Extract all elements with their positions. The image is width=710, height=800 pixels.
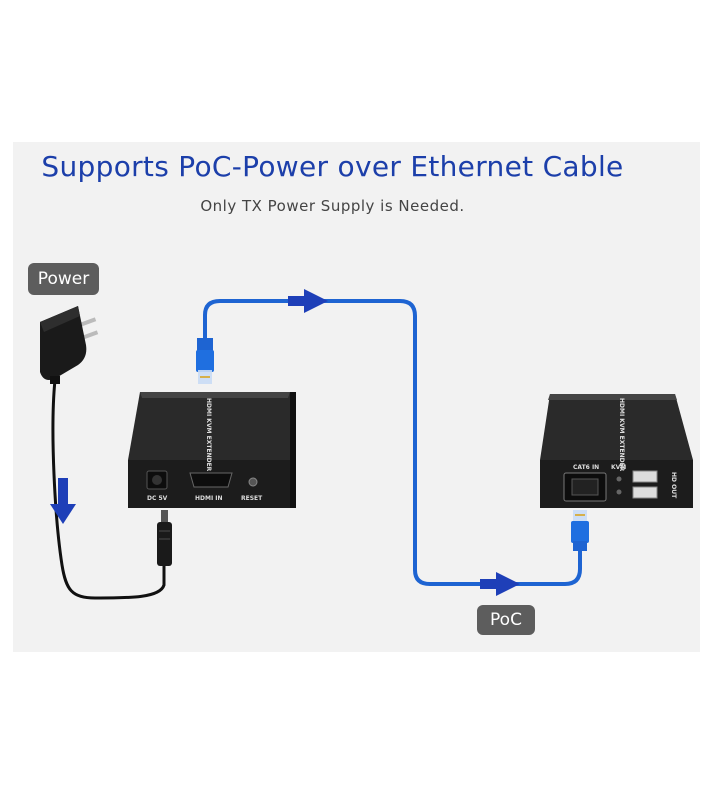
receiver-side-label: HD OUT xyxy=(670,472,677,499)
dc-plug-icon xyxy=(157,510,172,566)
receiver-device: HDMI KVM EXTENDER CAT6 IN KVM HD OUT xyxy=(540,394,693,508)
port-reset-label: RESET xyxy=(241,495,263,502)
poc-label: PoC xyxy=(477,605,535,635)
ethernet-cable xyxy=(203,299,582,586)
power-label: Power xyxy=(28,263,99,295)
rj45-plug-icon xyxy=(571,510,589,551)
rj45-plug-icon xyxy=(196,338,214,384)
diagram-subtitle: Only TX Power Supply is Needed. xyxy=(200,197,465,215)
transmitter-device: HDMI KVM EXTENDER DC 5V HDMI IN RESET xyxy=(128,392,296,508)
port-kvm-label: KVM xyxy=(611,464,626,471)
port-hdmi-label: HDMI IN xyxy=(195,495,223,502)
arrow-down-icon xyxy=(50,478,76,524)
diagram-title: Supports PoC-Power over Ethernet Cable xyxy=(41,150,624,183)
transmitter-top-label: HDMI KVM EXTENDER xyxy=(205,398,212,472)
port-dc-label: DC 5V xyxy=(147,495,168,502)
port-cat6-label: CAT6 IN xyxy=(573,464,599,471)
power-adapter-icon xyxy=(40,306,99,384)
receiver-top-label: HDMI KVM EXTENDER xyxy=(618,398,625,472)
power-cable xyxy=(51,379,166,600)
arrow-right-icon xyxy=(288,289,328,313)
arrow-right-icon xyxy=(480,572,520,596)
